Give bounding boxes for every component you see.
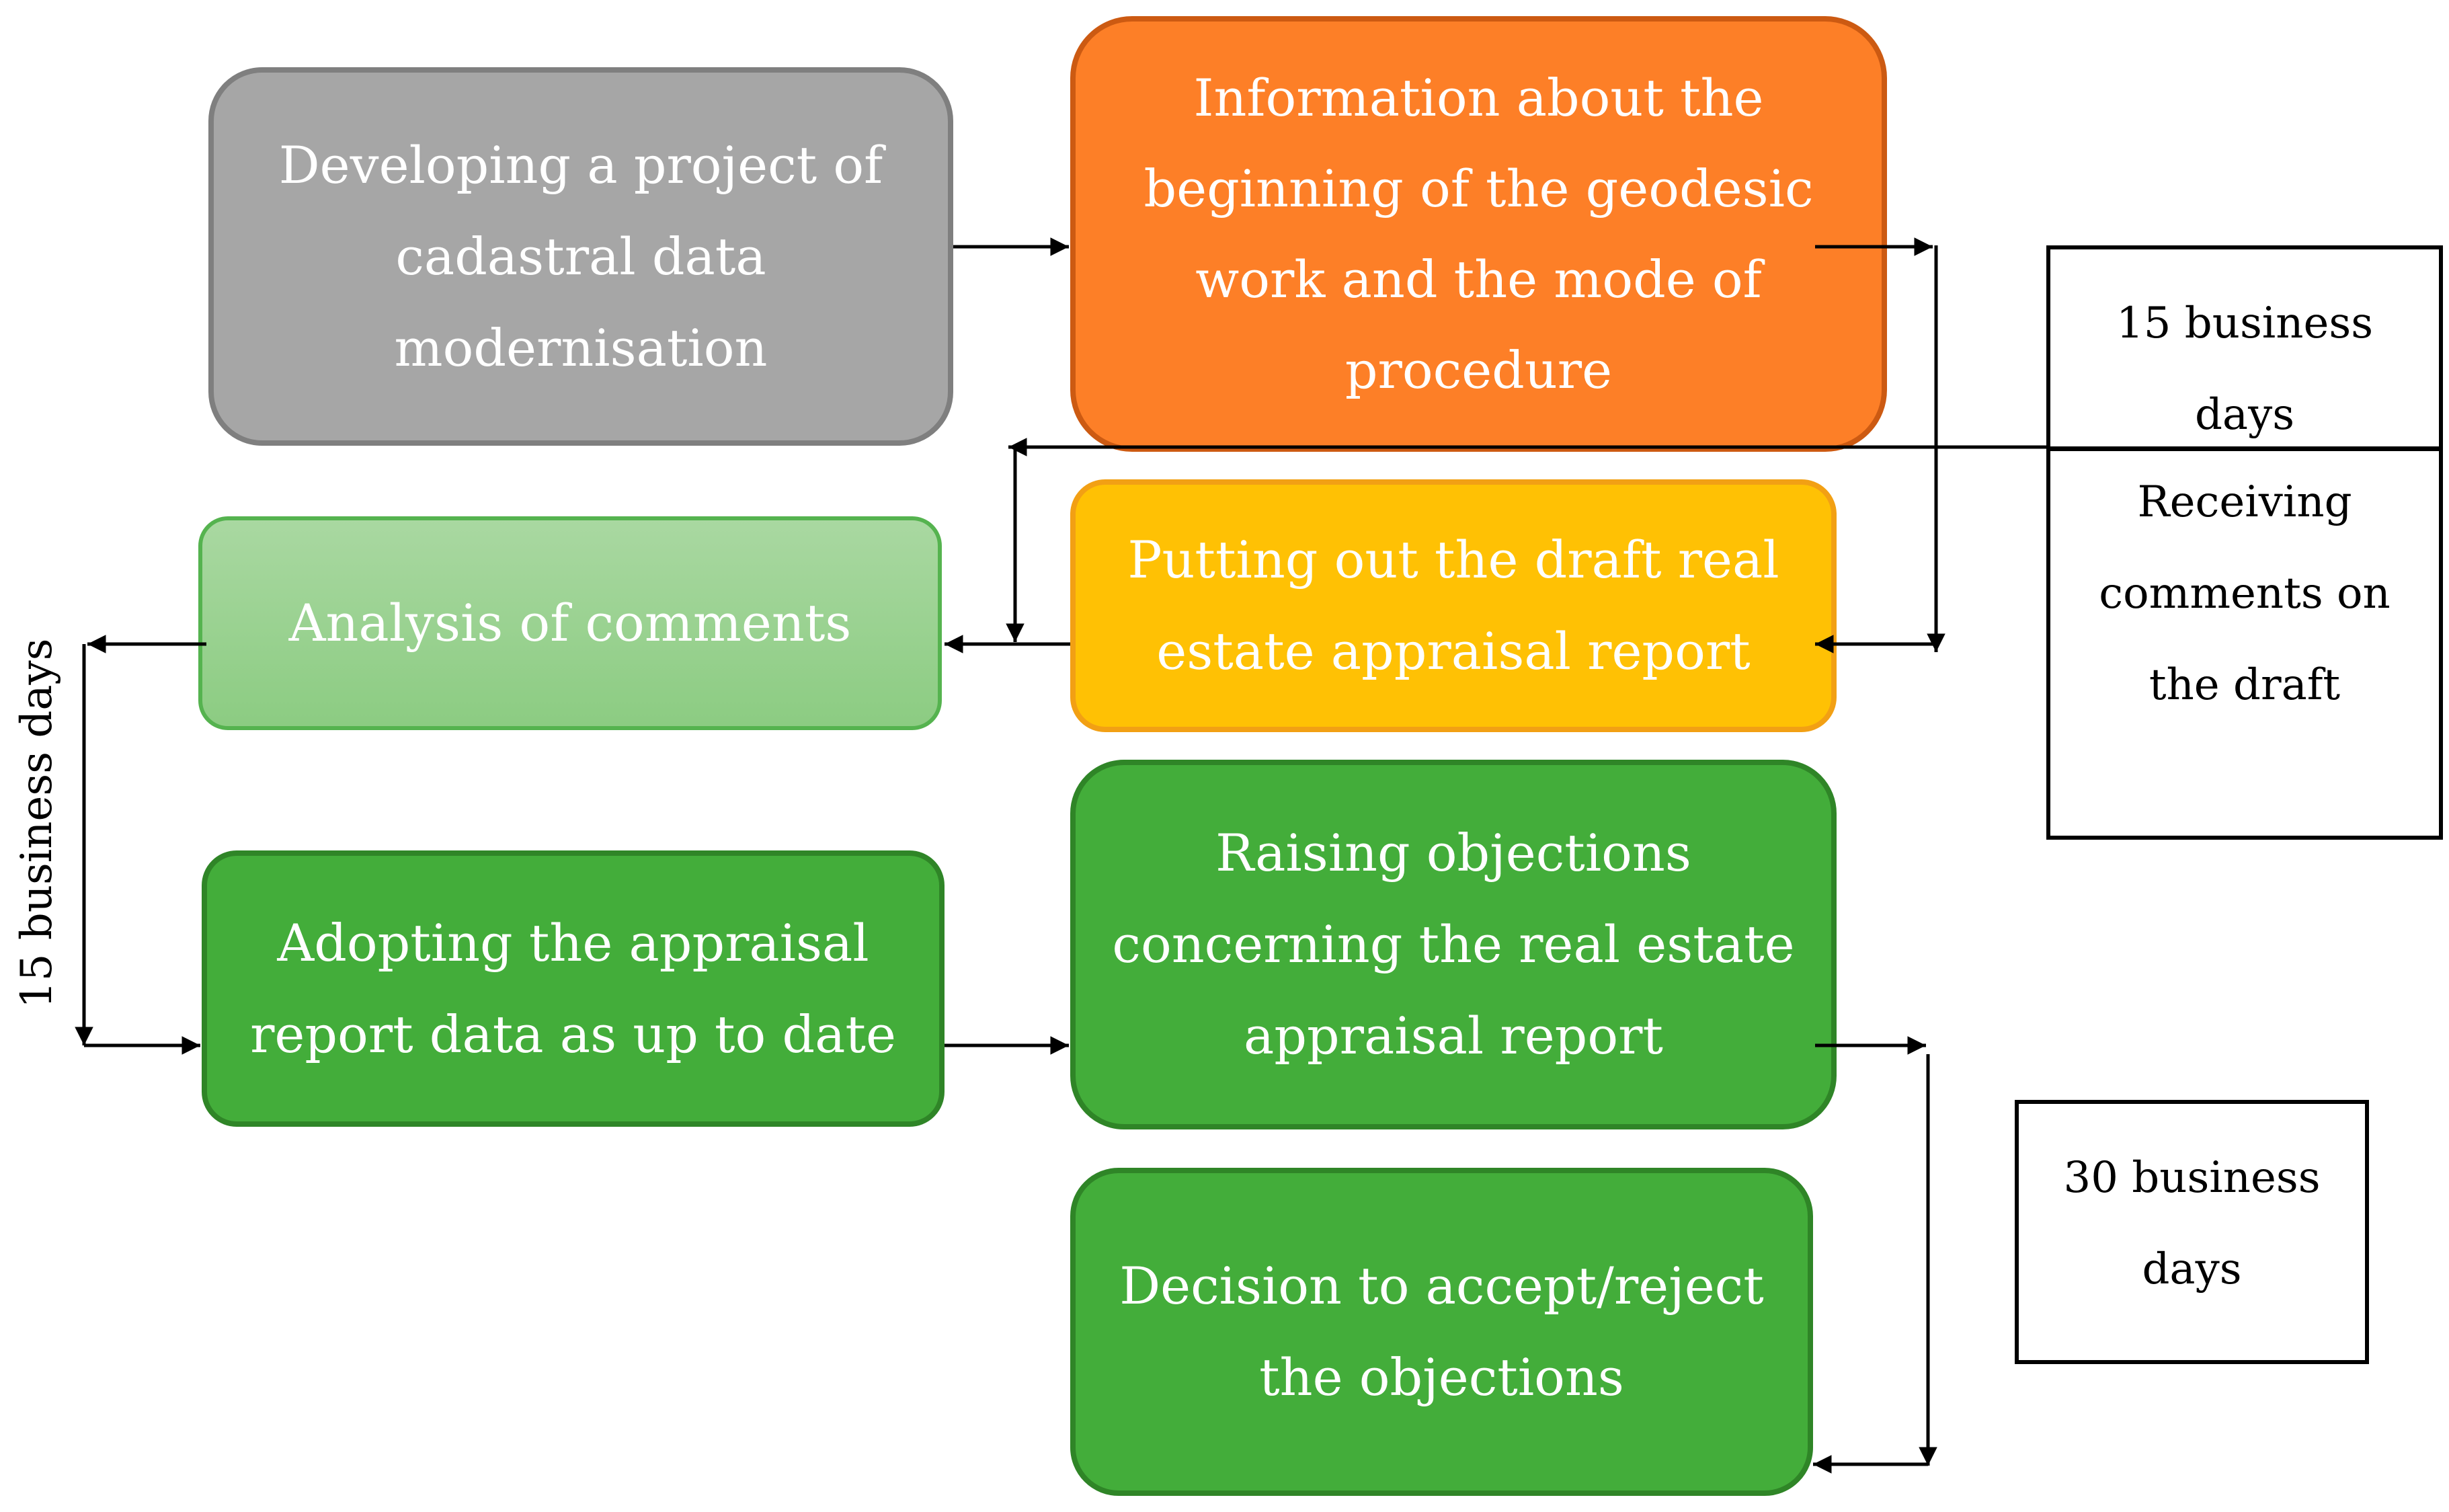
box-text-line: 30 business <box>2063 1153 2321 1203</box>
step-text-line: procedure <box>1344 340 1613 400</box>
step-text-line: Developing a project of <box>278 134 883 195</box>
step-decision-on-objections: Decision to accept/reject the objections <box>1070 1168 1813 1496</box>
step-text-line: Adopting the appraisal <box>277 912 869 973</box>
box-text-line: days <box>2142 1244 2242 1294</box>
duration-box-30-days: 30 business days <box>2015 1100 2369 1364</box>
step-draft-appraisal-report: Putting out the draft real estate apprai… <box>1070 479 1837 732</box>
step-adopting-report-data: Adopting the appraisal report data as up… <box>202 850 945 1127</box>
step-text-line: Information about the <box>1193 68 1764 128</box>
step-text-line: beginning of the geodesic <box>1143 159 1814 218</box>
step-analysis-of-comments: Analysis of comments <box>198 516 942 730</box>
step-text-line: Analysis of comments <box>288 593 852 653</box>
step-text-line: Raising objections <box>1215 823 1691 883</box>
step-text-line: the objections <box>1259 1347 1624 1407</box>
step-text-line: cadastral data <box>395 226 766 286</box>
step-text-line: concerning the real estate <box>1112 914 1795 974</box>
box-text-line: comments on <box>2099 569 2391 619</box>
step-text-line: modernisation <box>394 317 768 378</box>
step-text-line: report data as up to date <box>250 1004 896 1064</box>
step-text-line: Decision to accept/reject <box>1119 1256 1764 1316</box>
box-text-line: days <box>2194 390 2295 440</box>
step-information-geodesic-work: Information about the beginning of the g… <box>1070 16 1887 452</box>
step-text-line: appraisal report <box>1244 1006 1663 1066</box>
step-developing-project: Developing a project of cadastral data m… <box>208 67 953 446</box>
box-text-line: Receiving <box>2137 477 2352 527</box>
receiving-comments-box: Receiving comments on the draft <box>2046 447 2443 840</box>
duration-box-15-days: 15 business days <box>2046 245 2443 450</box>
step-text-line: estate appraisal report <box>1156 621 1751 681</box>
step-text-line: work and the mode of <box>1195 249 1762 309</box>
step-raising-objections: Raising objections concerning the real e… <box>1070 760 1837 1129</box>
box-text-line: the draft <box>2149 660 2341 710</box>
step-text-line: Putting out the draft real <box>1127 530 1779 590</box>
box-text-line: 15 business <box>2116 299 2374 348</box>
